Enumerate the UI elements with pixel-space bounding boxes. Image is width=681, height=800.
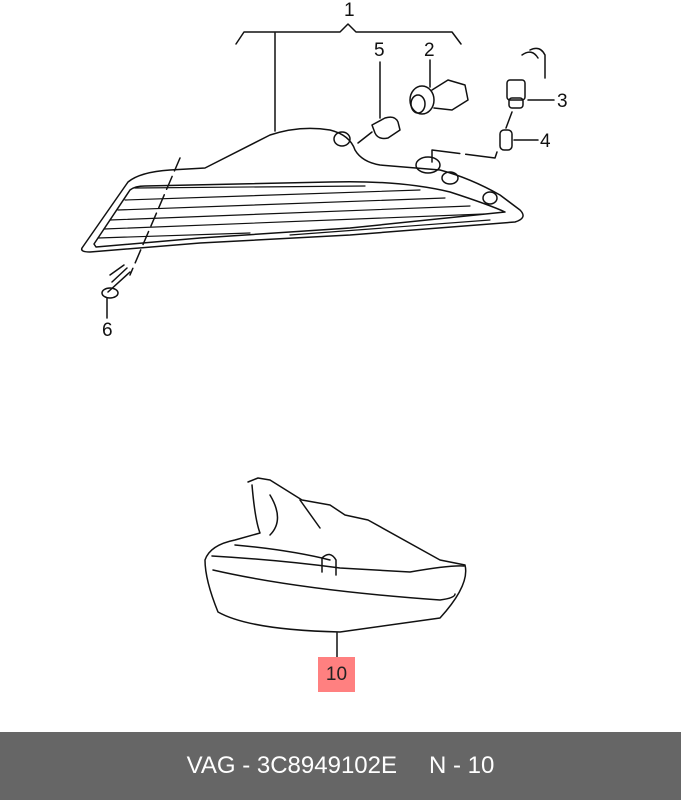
callout-2: 2: [424, 40, 435, 61]
screw-part: [101, 264, 131, 299]
callout-5: 5: [374, 40, 385, 61]
callout-6: 6: [102, 320, 113, 341]
bulb-part-5: [371, 116, 401, 140]
callout-3: 3: [557, 91, 568, 112]
bulb-part-2: [409, 79, 469, 115]
position-number: N - 10: [429, 752, 495, 779]
bulb-part-4: [499, 111, 513, 151]
parts-diagram: 1 2 3 4 5 6: [80, 0, 568, 658]
part-number: VAG - 3C8949102E: [186, 752, 397, 779]
group-bracket: [235, 23, 462, 45]
highlight-callout-10: [318, 657, 355, 692]
lamp-housing: [80, 127, 524, 253]
lamp-part-10: [204, 477, 467, 633]
footer-bar: VAG - 3C8949102E N - 10: [0, 732, 681, 800]
connector-part-3: [506, 47, 546, 109]
callout-1: 1: [344, 0, 355, 21]
callout-10: 10: [325, 664, 348, 685]
callout-4: 4: [540, 131, 551, 152]
